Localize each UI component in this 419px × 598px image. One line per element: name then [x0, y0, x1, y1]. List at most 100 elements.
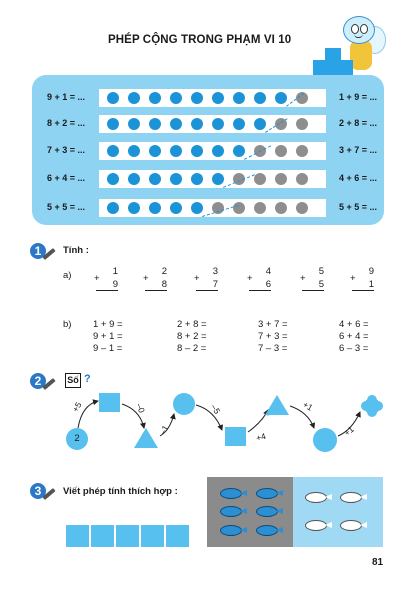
- equation: 1 + 9 =: [93, 319, 123, 330]
- sum-line: [249, 290, 271, 291]
- addend-bottom: 7: [212, 279, 218, 290]
- square-blank-1[interactable]: [99, 393, 120, 412]
- equation: 8 + 2 =: [177, 331, 207, 342]
- section-2-badge: 2: [30, 373, 46, 389]
- gray-dot: [296, 145, 308, 157]
- equation: 4 + 6 =: [339, 319, 369, 330]
- flower-blank[interactable]: [361, 395, 383, 417]
- answer-box[interactable]: [116, 525, 139, 547]
- gray-dot: [275, 145, 287, 157]
- blue-fish-icon: [220, 525, 247, 536]
- blue-dot: [128, 118, 140, 130]
- blue-dot: [254, 92, 266, 104]
- addend-top: 1: [112, 266, 118, 277]
- blue-dot: [191, 145, 203, 157]
- gray-dot: [254, 202, 266, 214]
- gray-dot: [296, 118, 308, 130]
- blue-dot: [170, 202, 182, 214]
- row-equation-left: 5 + 5 = ...: [47, 202, 86, 212]
- answer-box[interactable]: [141, 525, 164, 547]
- addend-bottom: 5: [318, 279, 324, 290]
- circle-blank-2[interactable]: [313, 428, 337, 452]
- addend-top: 3: [212, 266, 218, 277]
- plus-sign: +: [350, 273, 356, 284]
- question-mark: ?: [84, 373, 91, 385]
- equation: 2 + 8 =: [177, 319, 207, 330]
- blue-dot: [149, 145, 161, 157]
- blue-dot: [107, 173, 119, 185]
- addend-bottom: 6: [265, 279, 271, 290]
- equation: 9 + 1 =: [93, 331, 123, 342]
- plus-sign: +: [194, 273, 200, 284]
- mascot-body: [350, 40, 372, 70]
- blue-dot: [128, 145, 140, 157]
- answer-box[interactable]: [66, 525, 89, 547]
- blue-fish-icon: [220, 488, 247, 499]
- answer-box[interactable]: [166, 525, 189, 547]
- blue-dot: [212, 92, 224, 104]
- sum-line: [302, 290, 324, 291]
- arrow-6: [289, 405, 316, 429]
- dot-bar: [99, 170, 326, 188]
- blue-dot: [170, 173, 182, 185]
- triangle-blank-2[interactable]: [265, 395, 289, 415]
- triangle-blank-1[interactable]: [134, 428, 158, 448]
- addend-top: 9: [368, 266, 374, 277]
- gray-dot: [275, 173, 287, 185]
- equation: 9 – 1 =: [93, 343, 123, 354]
- gray-dot: [254, 145, 266, 157]
- blue-dot: [107, 145, 119, 157]
- blue-dot: [107, 92, 119, 104]
- circle-blank-1[interactable]: [173, 393, 195, 415]
- equation: 8 – 2 =: [177, 343, 207, 354]
- arrow-2: [121, 403, 146, 429]
- dot-bar: [99, 89, 326, 107]
- addend-bottom: 1: [368, 279, 374, 290]
- blue-dot: [275, 92, 287, 104]
- part-a-label: a): [63, 270, 72, 281]
- equation: 3 + 7 =: [258, 319, 288, 330]
- row-equation-left: 9 + 1 = ...: [47, 92, 86, 102]
- gray-dot: [233, 173, 245, 185]
- dot-bar: [99, 115, 326, 133]
- white-fish-icon: [305, 492, 332, 503]
- blue-dot: [212, 145, 224, 157]
- gray-dot: [296, 173, 308, 185]
- blue-dot: [149, 202, 161, 214]
- row-equation-right: 2 + 8 = ...: [339, 118, 378, 128]
- white-fish-icon: [340, 492, 367, 503]
- blue-dot: [107, 118, 119, 130]
- vertical-addition: 2 8 +: [143, 266, 167, 291]
- row-equation-left: 8 + 2 = ...: [47, 118, 86, 128]
- blue-dot: [212, 118, 224, 130]
- blue-dot: [107, 202, 119, 214]
- sum-line: [145, 290, 167, 291]
- mascot-head: [343, 16, 375, 44]
- plus-sign: +: [247, 273, 253, 284]
- blue-dot: [191, 118, 203, 130]
- addend-top: 2: [161, 266, 167, 277]
- arrow-1: [77, 399, 99, 429]
- row-equation-right: 5 + 5 = ...: [339, 202, 378, 212]
- row-equation-left: 7 + 3 = ...: [47, 145, 86, 155]
- white-fish-icon: [305, 520, 332, 531]
- square-blank-2[interactable]: [225, 427, 246, 446]
- white-fish-icon: [340, 520, 367, 531]
- plus-sign: +: [143, 273, 149, 284]
- addend-bottom: 8: [161, 279, 167, 290]
- blue-dot: [149, 92, 161, 104]
- start-circle: 2: [66, 428, 88, 450]
- answer-box[interactable]: [91, 525, 114, 547]
- blue-dot: [191, 92, 203, 104]
- section-3-title: Viết phép tính thích hợp :: [63, 486, 178, 497]
- page-number: 81: [372, 557, 384, 568]
- equation: 6 – 3 =: [339, 343, 369, 354]
- blue-dot: [212, 173, 224, 185]
- gray-dot: [296, 92, 308, 104]
- blue-dot: [149, 173, 161, 185]
- section-3-badge: 3: [30, 483, 46, 499]
- plus-sign-icon-bar: [313, 60, 353, 76]
